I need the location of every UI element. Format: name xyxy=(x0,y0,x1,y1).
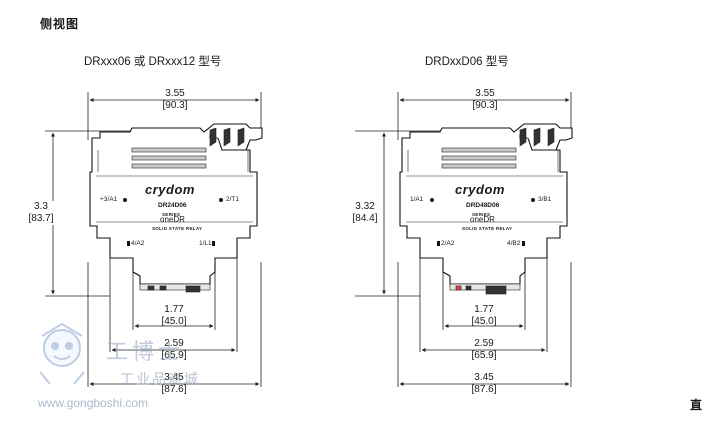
left-width-dimension: 3.55 [90.3] xyxy=(154,88,196,112)
right-height-dimension: 3.32 [84.4] xyxy=(350,201,380,225)
left-series-top: SERIES xyxy=(162,212,181,217)
left-inner3-dimension: 3.45 [87.6] xyxy=(153,372,195,396)
right-inner1-mm: [45.0] xyxy=(471,316,497,327)
left-height-inch: 3.3 xyxy=(34,201,48,212)
right-terminal-tr: 3/B1 xyxy=(538,196,552,203)
right-height-inch: 3.32 xyxy=(355,201,375,212)
left-terminal-tr: 2/T1 xyxy=(226,196,240,203)
left-caption: SOLID STATE RELAY xyxy=(152,226,203,231)
right-inner2-dimension: 2.59 [65.9] xyxy=(463,338,505,362)
left-brand-logo: crydom xyxy=(145,182,195,197)
watermark-cn-small: 工业品商城 xyxy=(120,371,200,387)
left-relay-details xyxy=(96,127,253,293)
left-terminal-br: 1/L1 xyxy=(199,240,212,247)
right-inner1-inch: 1.77 xyxy=(474,304,494,315)
left-terminal-bl: 4/A2 xyxy=(131,240,145,247)
right-terminal-tl: 1/A1 xyxy=(410,196,424,203)
right-terminal-markers xyxy=(430,198,535,246)
edge-cutoff-glyph: 直 xyxy=(690,398,703,412)
right-series-top: SERIES xyxy=(472,212,491,217)
right-width-mm: [90.3] xyxy=(472,100,498,111)
right-inner1-dimension: 1.77 [45.0] xyxy=(463,304,505,328)
right-brand-logo: crydom xyxy=(455,182,505,197)
right-relay-details xyxy=(406,127,563,295)
right-inner3-dimension: 3.45 [87.6] xyxy=(463,372,505,396)
right-caption: SOLID STATE RELAY xyxy=(462,226,513,231)
right-height-mm: [84.4] xyxy=(352,213,378,224)
left-inner1-mm: [45.0] xyxy=(161,316,187,327)
right-model-title: DRDxxD06 型号 xyxy=(425,56,509,68)
right-inner2-mm: [65.9] xyxy=(471,350,497,361)
left-inner2-inch: 2.59 xyxy=(164,338,184,349)
right-width-dimension: 3.55 [90.3] xyxy=(464,88,506,112)
left-terminal-markers xyxy=(123,198,223,246)
left-model-title: DRxxx06 或 DRxxx12 型号 xyxy=(84,56,222,68)
watermark-cn-large: 工博士 xyxy=(106,340,185,365)
right-model-label: DRD48D06 xyxy=(466,202,500,209)
right-width-inch: 3.55 xyxy=(475,88,495,99)
page-heading: 侧视图 xyxy=(40,17,80,31)
left-inner2-mm: [65.9] xyxy=(161,350,187,361)
left-inner3-mm: [87.6] xyxy=(161,384,187,395)
left-inner2-dimension: 2.59 [65.9] xyxy=(153,338,195,362)
watermark-url: www.gongboshi.com xyxy=(38,396,149,410)
right-inner2-inch: 2.59 xyxy=(474,338,494,349)
left-terminal-tl: +3/A1 xyxy=(100,196,118,203)
left-inner3-inch: 3.45 xyxy=(164,372,184,383)
right-inner3-inch: 3.45 xyxy=(474,372,494,383)
left-height-dimension: 3.3 [83.7] xyxy=(26,201,56,225)
left-width-inch: 3.55 xyxy=(165,88,185,99)
right-inner3-mm: [87.6] xyxy=(471,384,497,395)
right-terminal-br: 4/B2 xyxy=(507,240,521,247)
left-height-mm: [83.7] xyxy=(28,213,54,224)
right-dimension-lines xyxy=(355,92,572,387)
left-width-mm: [90.3] xyxy=(162,100,188,111)
left-inner1-dimension: 1.77 [45.0] xyxy=(153,304,195,328)
right-series-main: oneDR xyxy=(470,215,495,224)
left-series-main: oneDR xyxy=(160,215,185,224)
right-terminal-bl: 2/A2 xyxy=(441,240,455,247)
left-model-label: DR24D06 xyxy=(158,202,187,209)
left-inner1-inch: 1.77 xyxy=(164,304,184,315)
watermark-mascot-icon xyxy=(39,322,85,385)
